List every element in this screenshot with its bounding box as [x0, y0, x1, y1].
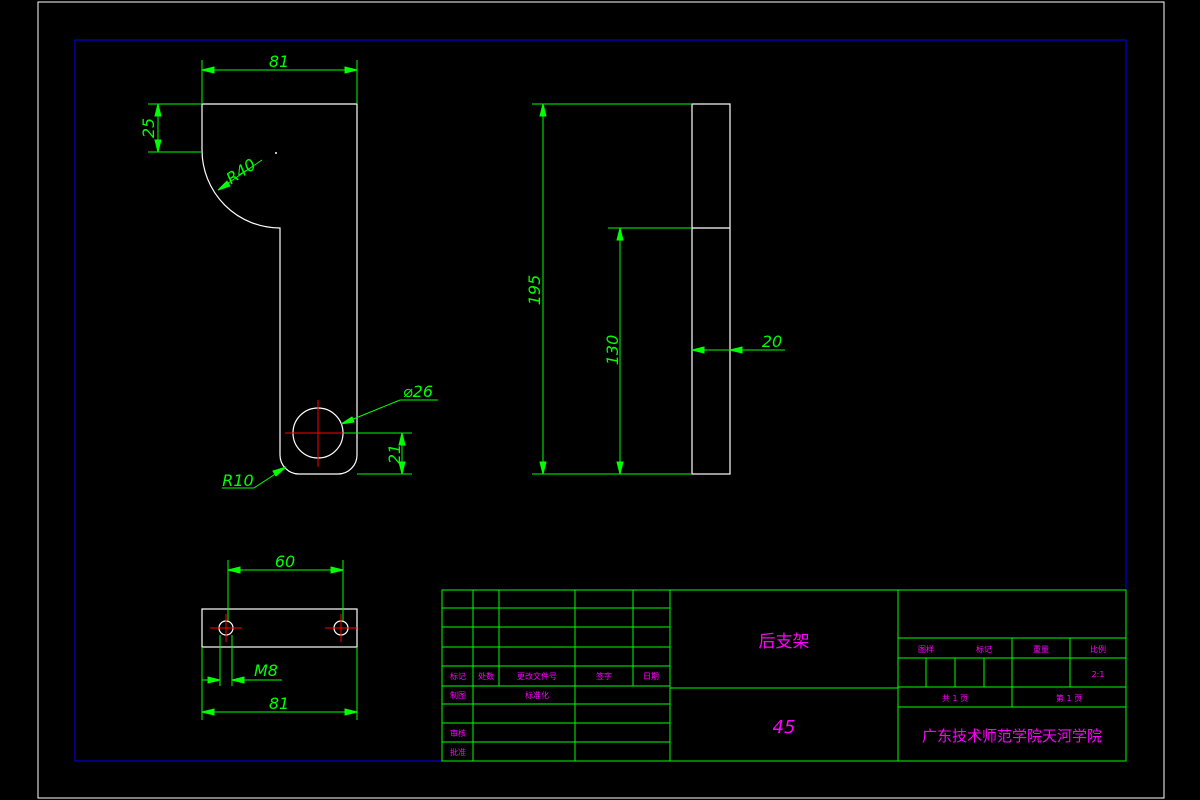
dim-lower-height-label: 130	[603, 335, 622, 366]
stray-point	[275, 152, 277, 154]
rev-header-count: 处数	[478, 671, 494, 681]
title-block	[441, 589, 1127, 762]
dim-hole-diameter	[340, 399, 438, 425]
stage-label: 图样	[918, 644, 934, 654]
school-name: 广东技术师范学院天河学院	[922, 727, 1102, 745]
rev-header-mark: 标记	[450, 671, 466, 681]
dim-thickness	[691, 346, 785, 354]
dim-radius-small-label: R10	[222, 471, 253, 490]
dim-hole-height	[343, 432, 412, 475]
bottom-centerlines	[210, 614, 357, 642]
outer-border	[37, 1, 1165, 799]
dim-total-height	[532, 103, 692, 475]
dim-hole-diameter-label: ⌀26	[403, 382, 433, 401]
label-review: 审核	[450, 728, 466, 738]
side-view: 195 130 20	[525, 103, 785, 475]
rev-header-sign: 签字	[596, 671, 612, 681]
rev-header-date: 日期	[643, 672, 659, 681]
dim-top-height	[148, 103, 202, 153]
dim-front-width-label: 81	[269, 52, 289, 71]
dim-hole-height-label: 21	[385, 444, 404, 464]
scale-label: 比例	[1090, 644, 1106, 654]
front-view-outline	[201, 103, 358, 475]
rev-header-docno: 更改文件号	[517, 671, 557, 681]
dim-front-width	[201, 60, 358, 104]
dim-total-height-label: 195	[525, 275, 544, 306]
dim-thread	[202, 635, 282, 686]
side-view-outline	[691, 103, 731, 475]
label-approve: 批准	[450, 747, 466, 757]
dim-lower-height	[608, 227, 692, 475]
material: 45	[773, 717, 796, 738]
bottom-view: 60 M8 81	[201, 552, 358, 720]
part-name: 后支架	[759, 632, 810, 652]
dim-hole-spacing	[227, 560, 344, 621]
label-standard: 标准化	[525, 690, 549, 700]
front-view: 81 25 R40 ⌀26 2	[139, 52, 438, 490]
dim-hole-spacing-label: 60	[275, 552, 295, 571]
dim-bottom-width	[201, 647, 358, 720]
dim-radius-small	[222, 466, 287, 489]
inner-frame	[74, 39, 1127, 762]
dim-bottom-width-label: 81	[269, 694, 289, 713]
sheets-total: 共 1 页	[942, 694, 968, 703]
dim-thickness-label: 20	[762, 332, 782, 351]
weight-label: 重量	[1033, 644, 1049, 654]
scale-value: 2:1	[1092, 670, 1105, 679]
sheet-number: 第 1 页	[1056, 693, 1082, 703]
label-design: 制图	[450, 690, 466, 700]
dim-top-height-label: 25	[139, 118, 158, 138]
dim-radius-large	[217, 159, 263, 191]
mark-label: 标记	[976, 644, 992, 654]
dim-thread-label: M8	[254, 661, 278, 680]
title-block-text: 标记 处数 更改文件号 签字 日期 制图 标准化 审核 批准 后支架 45 图样…	[450, 632, 1106, 757]
